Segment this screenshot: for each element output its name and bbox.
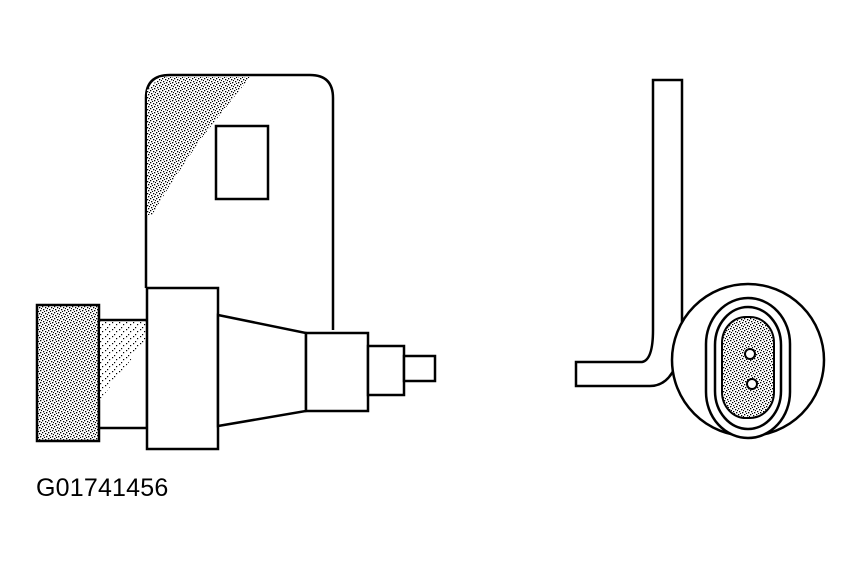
bracket-window <box>214 124 270 201</box>
sensor-tip <box>402 354 437 383</box>
sensor-shaft <box>366 344 406 397</box>
terminal-block <box>721 316 775 419</box>
bracket-shading <box>147 77 250 215</box>
sensor-body <box>145 286 220 451</box>
side-view-sensor <box>35 73 437 451</box>
sensor-cap <box>35 303 101 443</box>
sensor-collar <box>304 331 370 413</box>
end-view-sensor <box>574 78 826 440</box>
sensor-taper <box>216 313 308 428</box>
terminal-pin-upper <box>744 348 756 360</box>
l-bracket <box>574 78 684 388</box>
figure-id-label: G01741456 <box>36 474 169 502</box>
terminal-pin-lower <box>746 378 758 390</box>
neck-shading <box>100 322 146 400</box>
